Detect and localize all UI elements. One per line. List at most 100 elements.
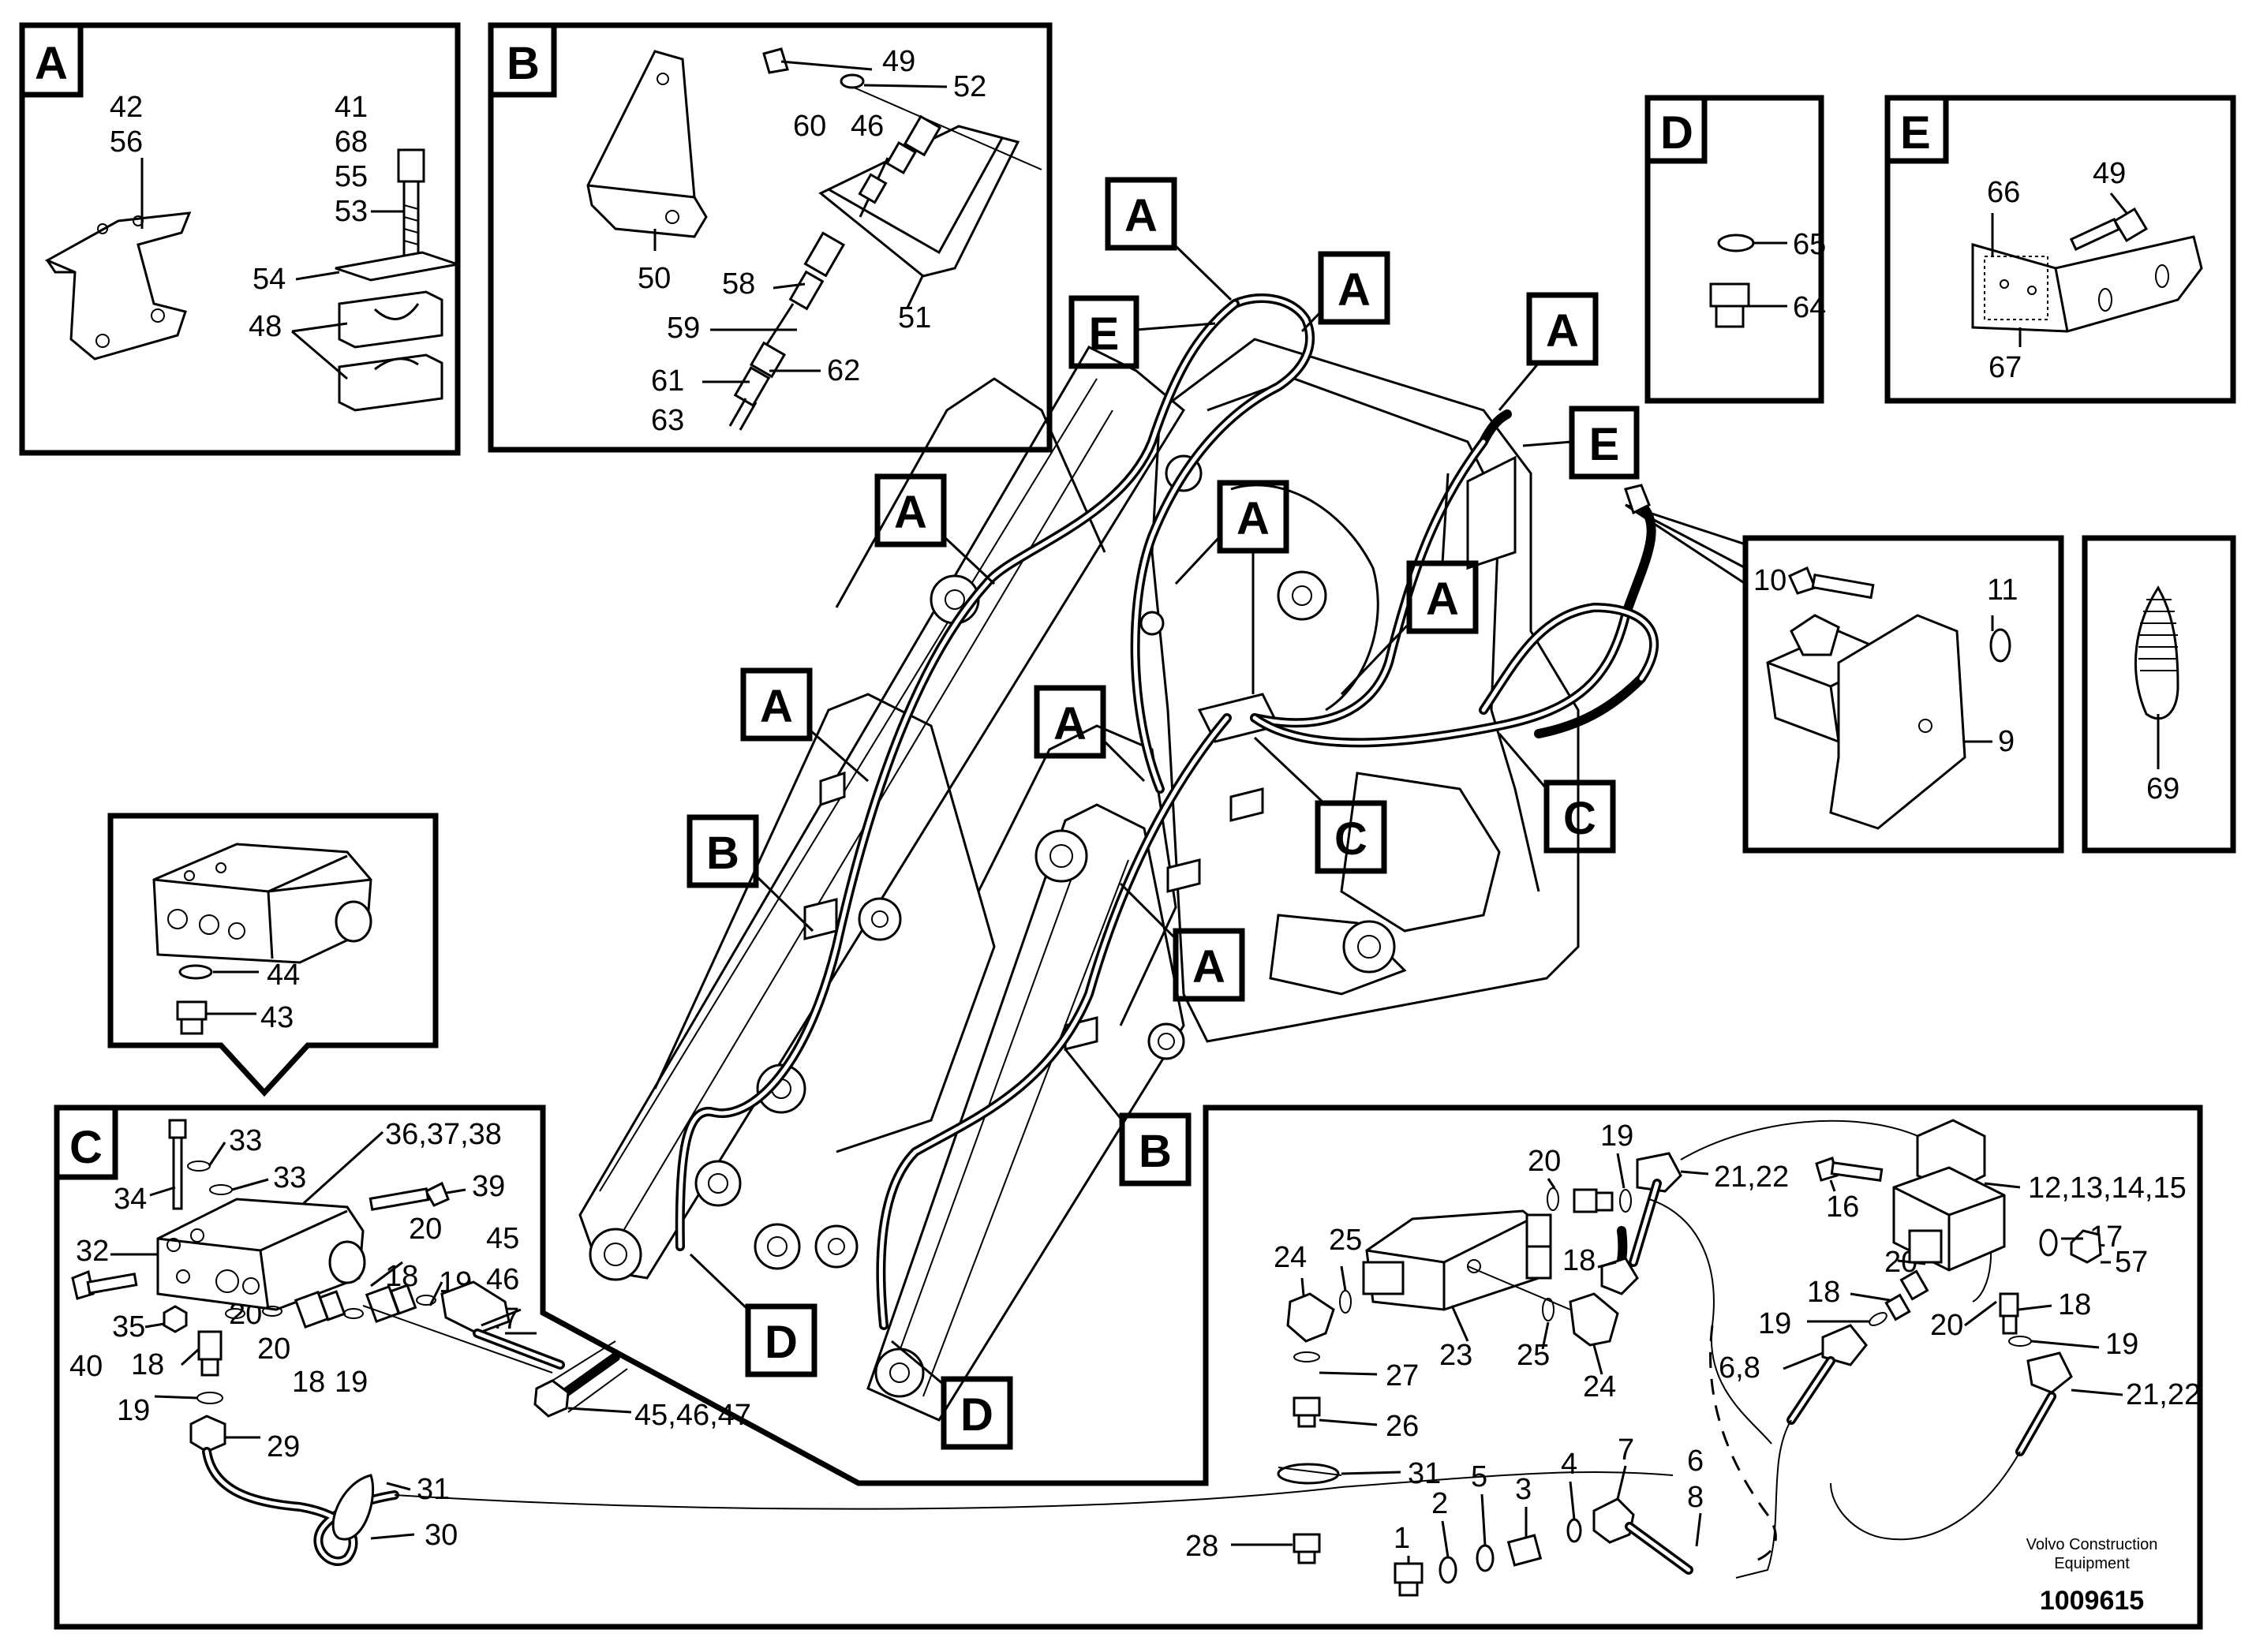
part-label: 24 — [1274, 1241, 1307, 1274]
callout-e: E — [1068, 295, 1216, 369]
callout-letter: E — [1089, 308, 1120, 360]
callout-letter: D — [765, 1317, 798, 1368]
callout-b: B — [1064, 1048, 1192, 1187]
part-label-line: 68 — [335, 125, 368, 159]
callout-a: A — [1105, 177, 1233, 301]
part-label: 24 — [1583, 1370, 1616, 1403]
part-label: 67 — [1988, 351, 2022, 384]
callout-letter: C — [1563, 793, 1596, 844]
part-label: 6 — [1687, 1445, 1704, 1478]
callout-letter: A — [894, 487, 927, 538]
strap-detail-panel: 69 — [2082, 535, 2236, 854]
part-label: 27 — [1386, 1359, 1419, 1392]
callout-letter: A — [1236, 493, 1270, 544]
part-label: 31 — [417, 1473, 450, 1506]
credit-line: Volvo Construction — [2026, 1536, 2158, 1553]
part-label: 19 — [1600, 1119, 1633, 1153]
callout-d: D — [891, 1340, 1013, 1450]
part-label: 21,22 — [2126, 1378, 2201, 1411]
callout-letter: A — [1546, 305, 1579, 357]
part-label: 16 — [1826, 1190, 1859, 1224]
part-label: 19 — [1758, 1307, 1791, 1340]
clamp-icon — [338, 290, 443, 412]
part-label: 65 — [1793, 228, 1826, 261]
callout-a: A — [1340, 473, 1479, 696]
part-label: 39 — [472, 1170, 505, 1203]
part-label: 9 — [1998, 725, 2015, 758]
part-label-line: 53 — [335, 195, 368, 228]
part-label: 33 — [273, 1161, 306, 1194]
detail-panel-e: E 66 49 67 — [1884, 95, 2236, 404]
callout-a: A — [1498, 292, 1599, 411]
part-label: 31 — [1408, 1457, 1441, 1490]
part-label: 19 — [2105, 1328, 2138, 1361]
part-label: 21,22 — [1714, 1161, 1789, 1194]
callout-a: A — [740, 667, 869, 783]
detail-panel-d: D 65 64 — [1644, 95, 1826, 404]
part-label: 18 — [1562, 1244, 1596, 1277]
part-label: 1 — [1394, 1522, 1410, 1555]
lower-right-assembly: 19 20 21,22 16 12,13,14,15 25 24 18 17 2… — [1185, 1119, 2201, 1616]
panel-letter: D — [1660, 107, 1693, 159]
callout-letter: C — [1334, 813, 1367, 865]
bolt-icon — [397, 148, 425, 258]
callout-letter: A — [1124, 190, 1158, 241]
part-label: 32 — [76, 1235, 109, 1268]
valve-block-icon — [152, 843, 372, 964]
part-label: 20 — [409, 1213, 442, 1246]
callout-a: A — [1174, 480, 1289, 694]
part-label: 45 — [486, 1222, 519, 1255]
part-label: 58 — [722, 267, 755, 301]
callout-letter: B — [1139, 1126, 1172, 1177]
callout-c: C — [1253, 736, 1387, 874]
part-label: 49 — [882, 45, 915, 78]
part-label: 11 — [1987, 574, 2018, 607]
part-label-line: 56 — [110, 125, 143, 159]
part-label-line: 41 — [335, 91, 368, 124]
part-label: 34 — [114, 1183, 147, 1216]
part-label: 45,46,47 — [634, 1399, 751, 1432]
part-label: 51 — [898, 301, 931, 335]
part-label: 20 — [1930, 1309, 1963, 1342]
callout-letter: A — [1338, 264, 1371, 316]
callout-b: B — [687, 814, 814, 933]
part-label: 60 — [793, 110, 826, 143]
part-label: 50 — [638, 262, 671, 295]
part-label: 30 — [425, 1519, 458, 1552]
bracket-icon — [44, 211, 192, 361]
panel-letter: A — [35, 38, 68, 89]
part-label: 44 — [267, 959, 300, 992]
callout-a: A — [1034, 685, 1146, 783]
part-label: 7 — [1618, 1433, 1634, 1467]
credit-line: Equipment — [2054, 1555, 2130, 1572]
part-label: 36,37,38 — [385, 1118, 502, 1151]
part-label: 61 — [651, 364, 684, 398]
part-label: 25 — [1329, 1224, 1362, 1257]
detail-panel-b: B 49 52 60 46 50 58 51 59 61 62 63 — [488, 22, 1053, 453]
part-label: 20 — [257, 1332, 290, 1366]
callout-letter: A — [1192, 941, 1225, 992]
callout-tags: A E A A E A A A A A C C A B B D D — [687, 177, 1640, 1450]
part-label: 40 — [69, 1350, 103, 1383]
solenoid-detail-panel: 10 11 9 — [1625, 503, 2064, 854]
part-label: 59 — [667, 312, 700, 345]
panel-letter: E — [1900, 107, 1931, 159]
part-label: 69 — [2146, 772, 2179, 805]
part-label: 62 — [827, 354, 860, 387]
part-label: 18 — [292, 1366, 325, 1399]
part-label: 2 — [1431, 1487, 1448, 1520]
block-detail-inset: 44 43 — [107, 813, 439, 1097]
callout-c: C — [1498, 733, 1616, 854]
solenoid-icon — [1892, 1119, 2006, 1272]
detail-panel-c: C 34 33 33 36,37,38 39 32 20 45 46 47 18… — [54, 1104, 2203, 1630]
part-label: 43 — [260, 1001, 294, 1034]
part-label: 3 — [1515, 1473, 1532, 1506]
part-label: 54 — [253, 263, 286, 296]
callout-e: E — [1522, 406, 1640, 480]
part-label-line: 55 — [335, 160, 368, 193]
part-label: 26 — [1386, 1410, 1419, 1443]
part-label: 8 — [1687, 1481, 1704, 1514]
